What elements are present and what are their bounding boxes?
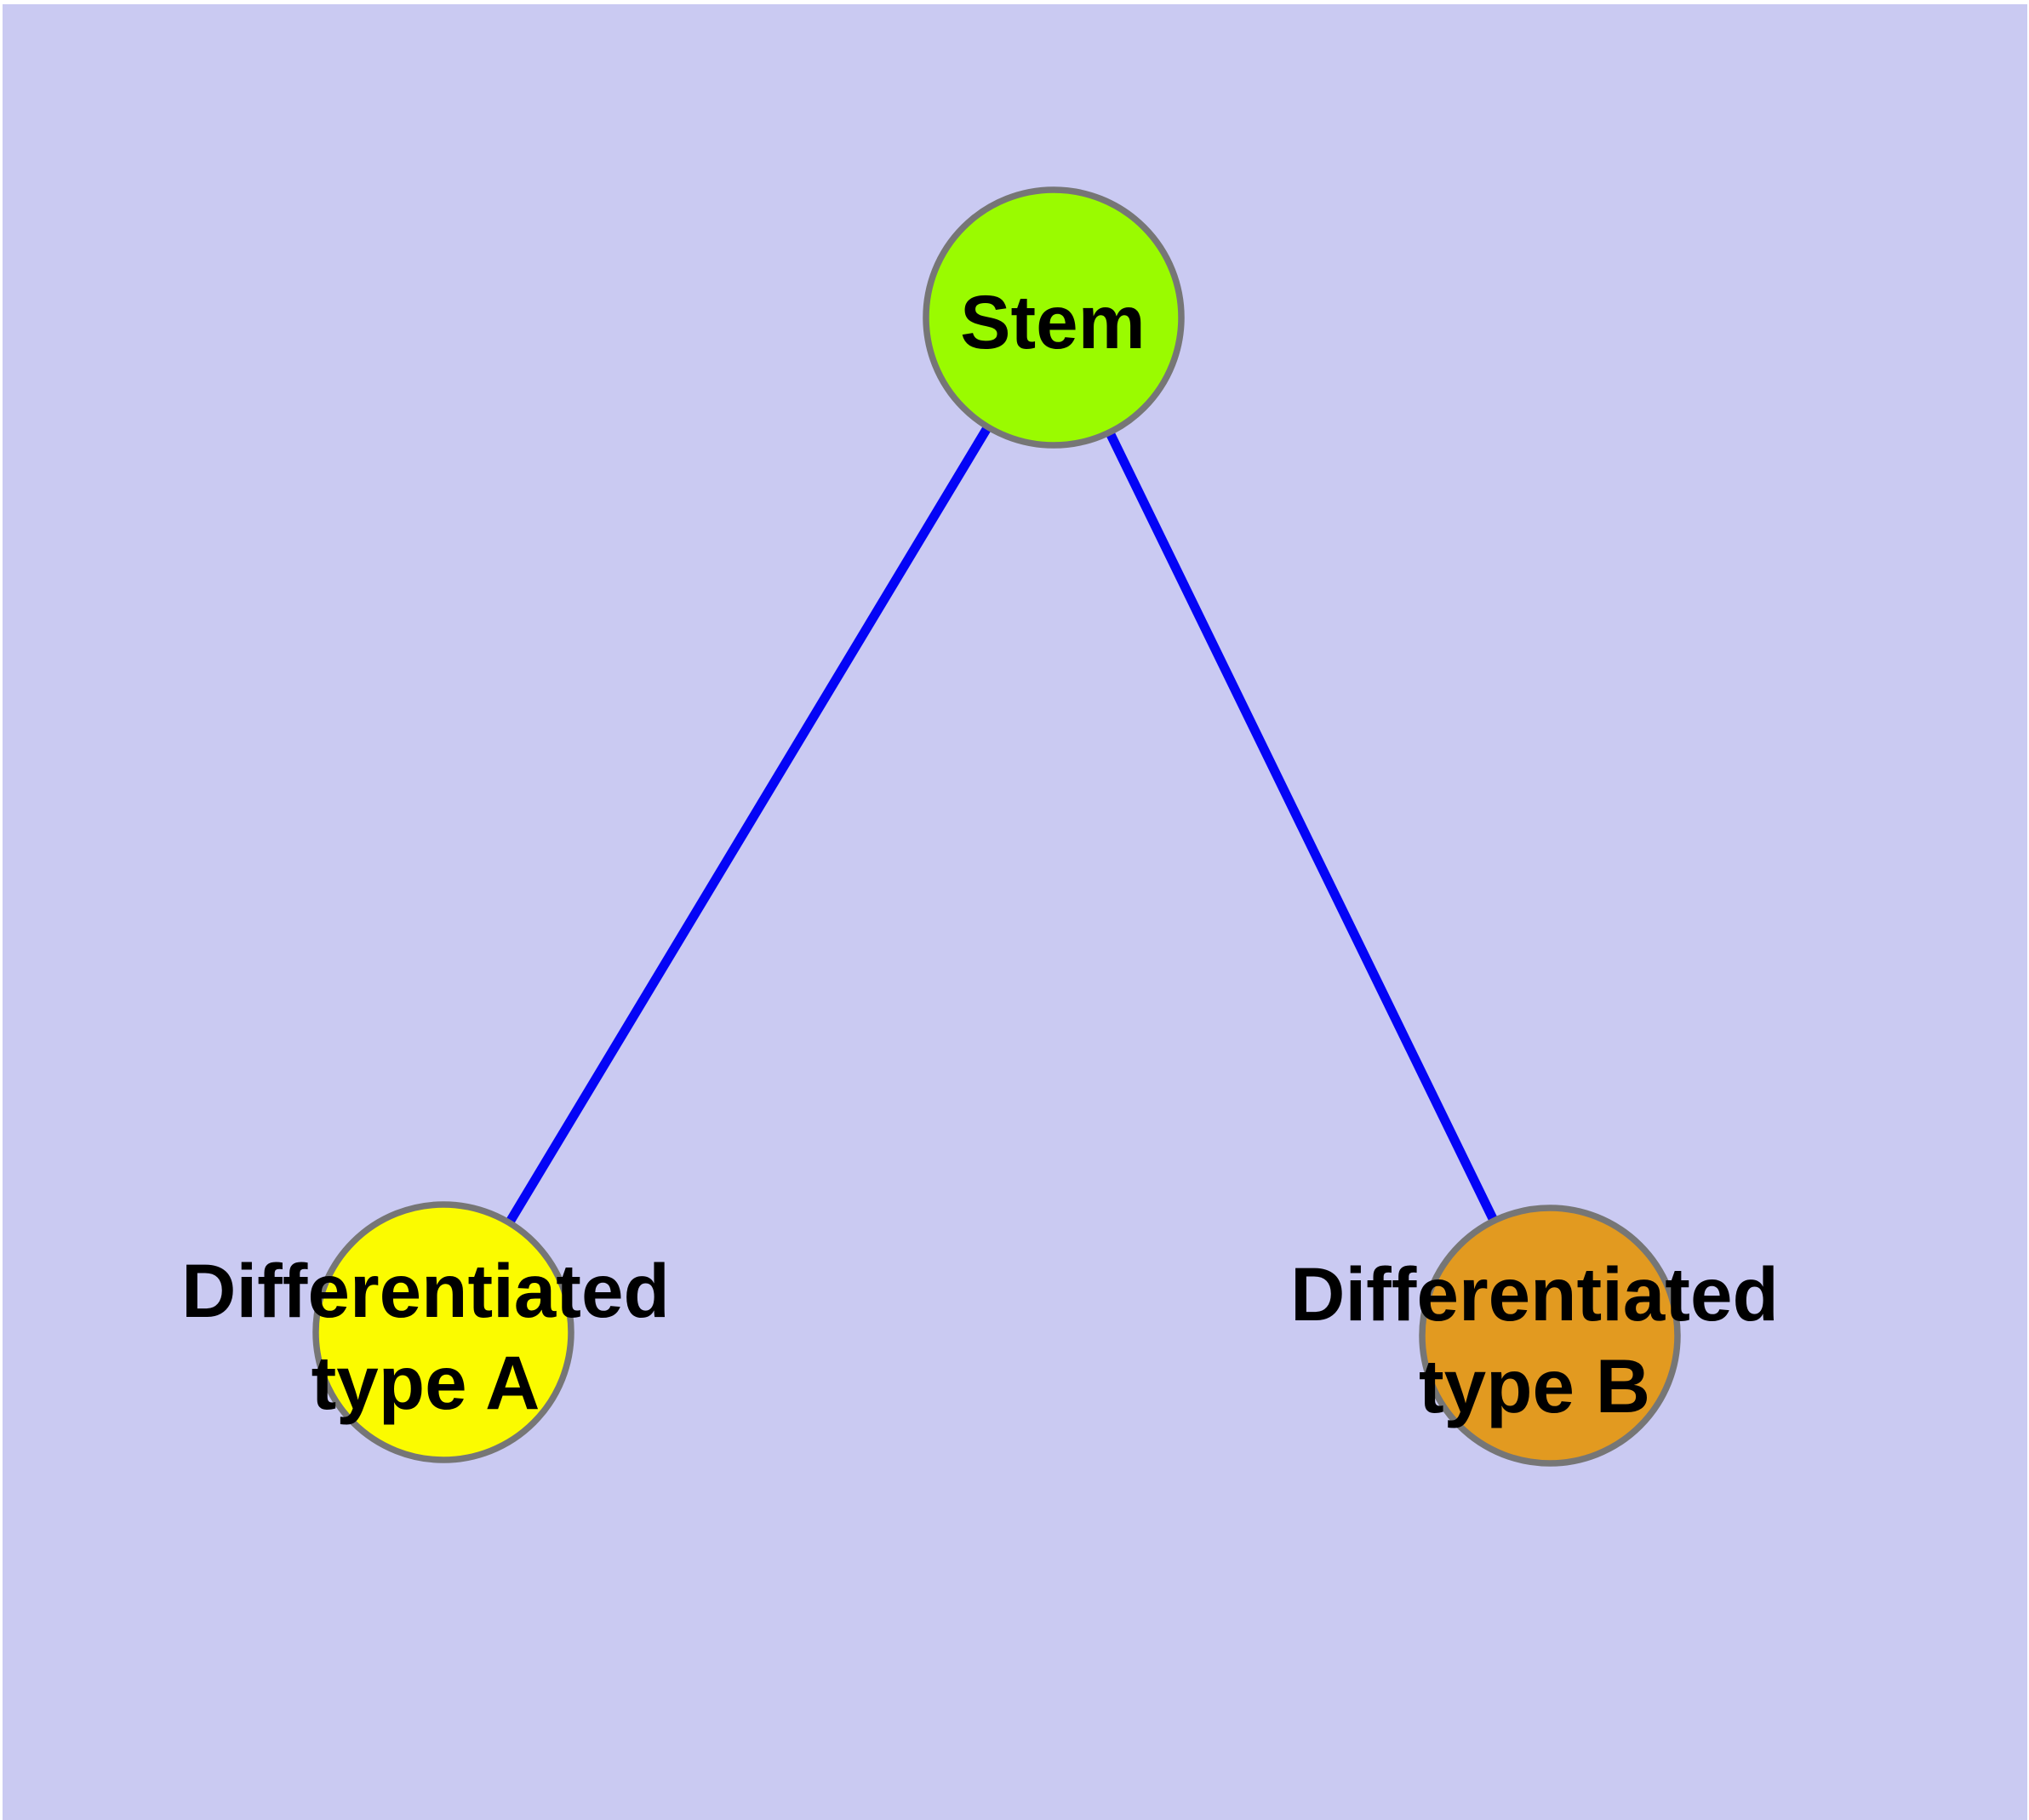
edge-group [439, 315, 1554, 1338]
node-stem: Stem [923, 186, 1185, 449]
node-differentiated-type-b: Differentiated type B [1290, 1205, 1779, 1467]
node-type-b-label-line2: type B [1419, 1343, 1650, 1428]
node-differentiated-type-a: Differentiated type A [181, 1201, 670, 1463]
node-stem-circle [923, 186, 1185, 449]
node-stem-label: Stem [960, 279, 1146, 364]
node-type-a-circle [312, 1201, 574, 1463]
node-type-b-label-line1: Differentiated [1290, 1251, 1779, 1336]
node-type-b-circle [1419, 1205, 1681, 1467]
edge-stem-to-type-b [1049, 315, 1554, 1338]
edge-stem-to-type-a [439, 315, 1058, 1335]
node-type-a-label-line2: type A [311, 1340, 540, 1425]
node-type-a-label-line1: Differentiated [181, 1248, 670, 1333]
